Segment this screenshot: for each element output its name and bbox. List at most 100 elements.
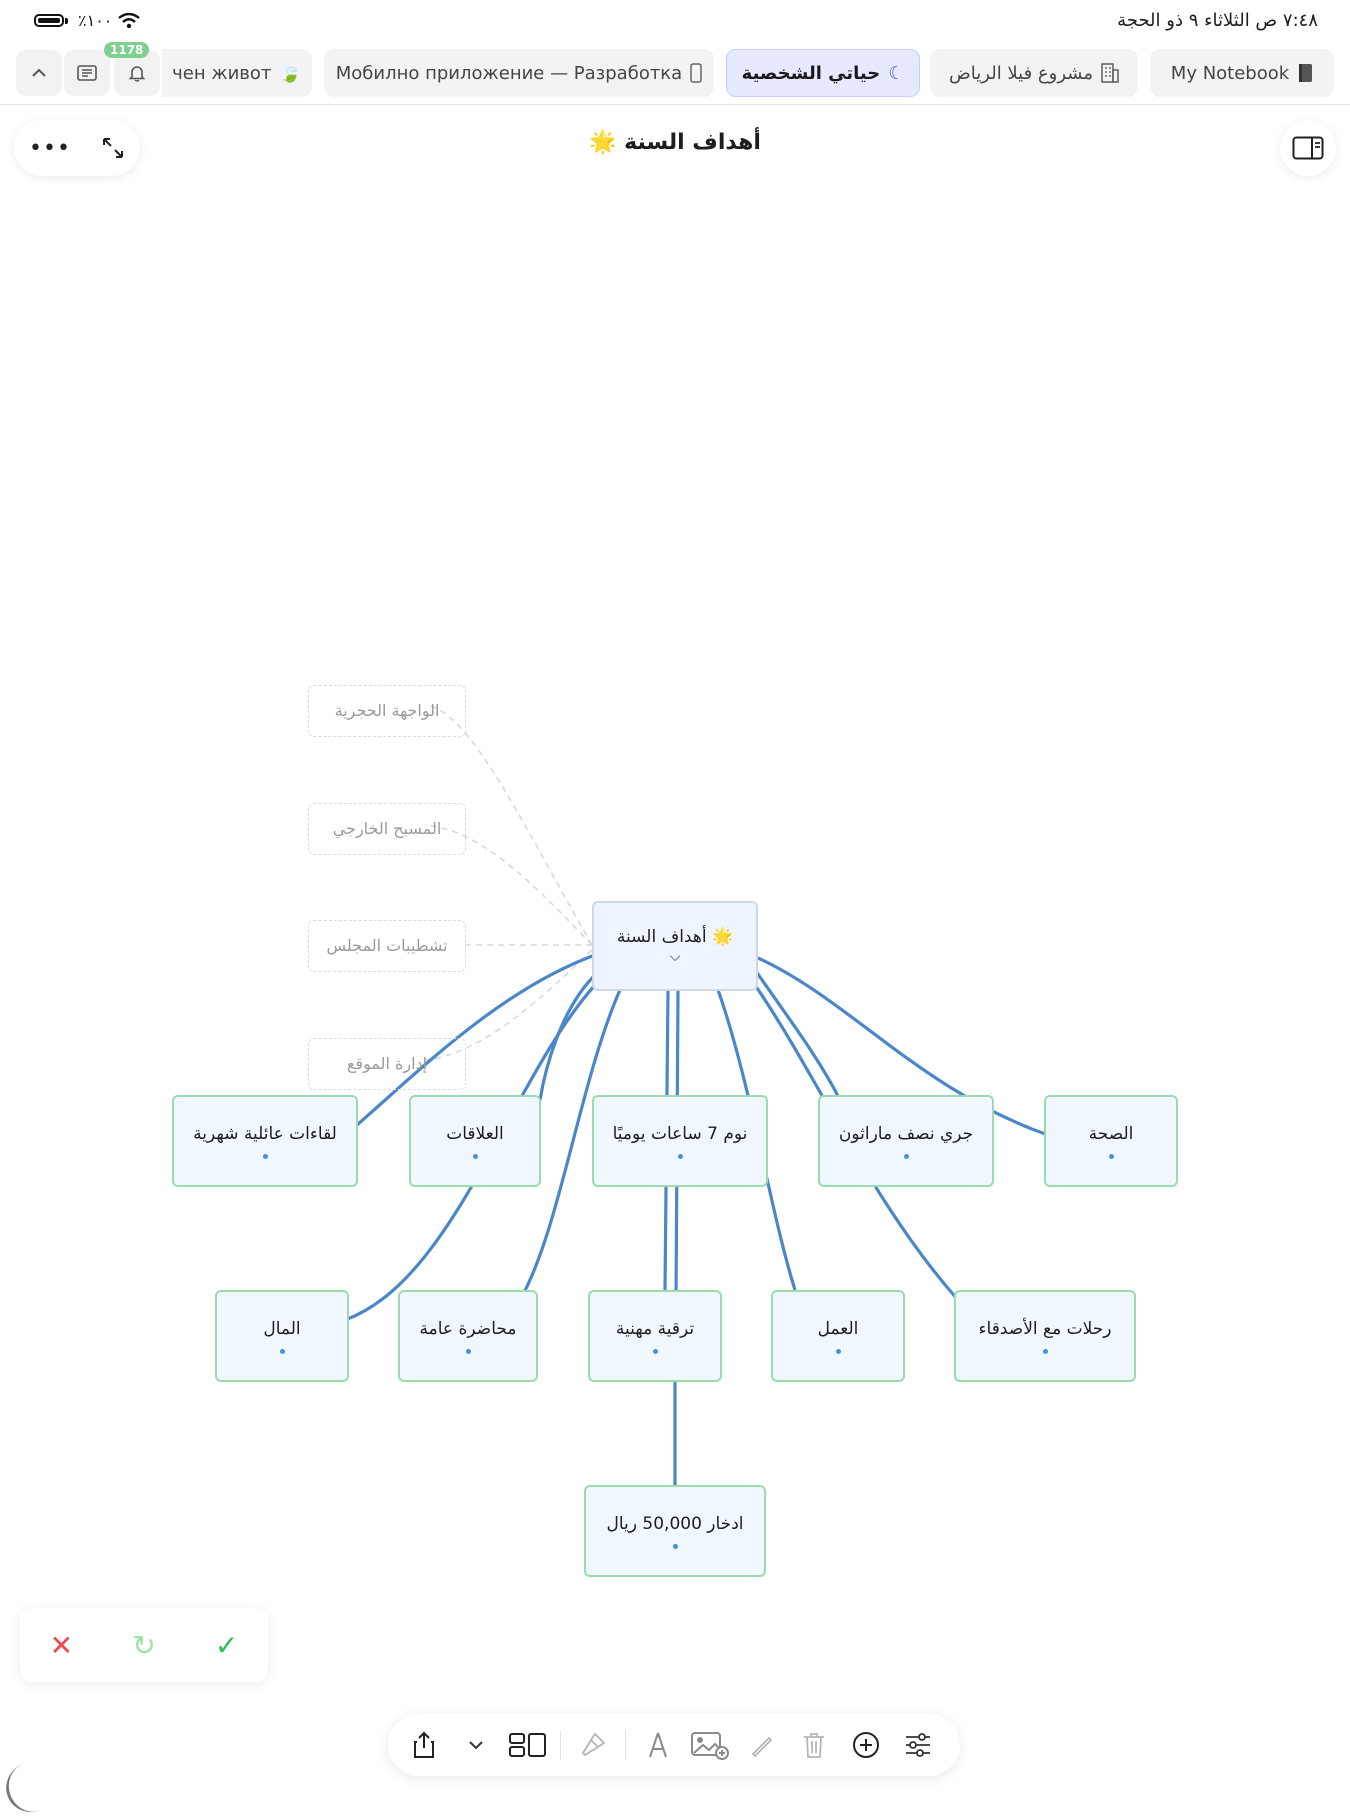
ghost-node[interactable]: تشطيبات المجلس [308, 920, 466, 972]
chevron-down-icon[interactable] [452, 1721, 500, 1769]
notebook-icon [1299, 64, 1313, 82]
node-anchor[interactable] [1042, 1348, 1048, 1354]
layout-icon[interactable] [504, 1721, 552, 1769]
tab-bar-divider [0, 104, 1350, 105]
toolbar-divider [625, 1730, 626, 1760]
ghost-edge [424, 704, 593, 946]
node-anchor[interactable] [472, 1153, 478, 1159]
pencil-icon[interactable] [738, 1721, 786, 1769]
node-label: نوم 7 ساعات يوميًا [612, 1123, 748, 1144]
add-image-icon[interactable] [686, 1721, 734, 1769]
node-label: محاضرة عامة [419, 1318, 517, 1339]
header-actions: ••• [14, 120, 140, 176]
page-title: أهداف السنة 🌟 [0, 130, 1350, 155]
tab-riyadh-villa[interactable]: مشروع فيلا الرياض [930, 49, 1138, 97]
sidebar-toggle-button[interactable] [1280, 120, 1336, 176]
confirm-button[interactable]: ✓ [214, 1628, 239, 1662]
node-anchor[interactable] [652, 1348, 658, 1354]
tab-my-personal-life[interactable]: حياتي الشخصية ☾ [726, 49, 920, 97]
more-options-button[interactable]: ••• [29, 135, 71, 161]
node-anchor[interactable] [465, 1348, 471, 1354]
ghost-edge [424, 824, 593, 946]
redo-button[interactable]: ↻ [132, 1628, 156, 1662]
status-indicators: ٪١٠٠ [34, 11, 141, 30]
root-node[interactable]: 🌟 أهداف السنة ⌵ [592, 901, 758, 991]
node-anchor[interactable] [262, 1153, 268, 1159]
ghost-edge [424, 949, 593, 1061]
pen-nib-icon[interactable] [634, 1721, 682, 1769]
star-emoji: 🌟 [711, 927, 734, 947]
node-label: المال [263, 1318, 301, 1339]
edge-health [757, 956, 1049, 1137]
collapse-button[interactable] [16, 50, 62, 96]
battery-tip [65, 17, 68, 24]
edge-marathon [753, 969, 842, 1101]
chevron-up-icon [32, 68, 46, 77]
node-anchor[interactable] [903, 1153, 909, 1159]
node-relationships[interactable]: العلاقات [409, 1095, 541, 1187]
node-anchor[interactable] [835, 1348, 841, 1354]
node-work[interactable]: العمل [771, 1290, 905, 1382]
ghost-node[interactable]: الواجهة الحجرية [308, 685, 466, 737]
node-label: رحلات مع الأصدقاء [978, 1318, 1112, 1339]
reader-icon [77, 65, 97, 81]
tab-label: чен живот [172, 62, 272, 84]
reader-view-button[interactable] [64, 50, 110, 96]
phone-icon [690, 63, 702, 83]
tab-label: مشروع فيلا الرياض [949, 62, 1093, 84]
ghost-node[interactable]: إدارة الموقع [308, 1038, 466, 1090]
node-savings[interactable]: ادخار 50,000 ريال [584, 1485, 766, 1577]
expand-icon[interactable] [101, 136, 125, 160]
toolbar-divider [560, 1730, 561, 1760]
star-emoji: 🌟 [589, 130, 617, 155]
ghost-node[interactable]: المسبح الخارجي [308, 803, 466, 855]
node-career-promotion[interactable]: ترقية مهنية [588, 1290, 722, 1382]
bottom-toolbar [388, 1714, 960, 1776]
sidebar-icon [1292, 136, 1324, 160]
ghost-edges [424, 704, 593, 1061]
share-icon[interactable] [400, 1721, 448, 1769]
edit-action-palette: ✕ ↻ ✓ [20, 1608, 268, 1682]
edge-family [355, 953, 596, 1127]
node-money[interactable]: المال [215, 1290, 349, 1382]
tab-mobile-app-dev[interactable]: Мобилно приложение — Разработка [324, 49, 714, 97]
node-half-marathon[interactable]: جري نصف ماراثون [818, 1095, 994, 1187]
node-anchor[interactable] [279, 1348, 285, 1354]
node-label: العمل [817, 1318, 859, 1339]
tab-personal-life-bg[interactable]: чен живот 🍃 [162, 49, 312, 97]
moon-icon: ☾ [888, 62, 905, 84]
notification-count-badge: 1178 [104, 42, 150, 58]
cancel-button[interactable]: ✕ [49, 1628, 74, 1662]
root-label: 🌟 أهداف السنة [617, 927, 733, 947]
node-anchor[interactable] [672, 1543, 678, 1549]
node-health[interactable]: الصحة [1044, 1095, 1178, 1187]
chevron-down-icon[interactable]: ⌵ [669, 949, 681, 965]
node-anchor[interactable] [1108, 1153, 1114, 1159]
add-circle-icon[interactable] [842, 1721, 890, 1769]
bell-icon [128, 66, 146, 82]
node-label: جري نصف ماراثون [838, 1123, 974, 1144]
node-trips-with-friends[interactable]: رحلات مع الأصدقاء [954, 1290, 1136, 1382]
node-label: ترقية مهنية [615, 1318, 695, 1339]
root-text: أهداف السنة [616, 927, 707, 947]
node-label: العلاقات [446, 1123, 504, 1144]
leaf-icon: 🍃 [279, 62, 302, 84]
trash-icon[interactable] [790, 1721, 838, 1769]
tab-label: حياتي الشخصية [741, 62, 881, 84]
settings-sliders-icon[interactable] [894, 1721, 942, 1769]
battery-level: ٪١٠٠ [78, 11, 113, 30]
node-family-meetings[interactable]: لقاءات عائلية شهرية [172, 1095, 358, 1187]
building-icon [1101, 63, 1119, 83]
format-brush-icon[interactable] [569, 1721, 617, 1769]
edge-lecture [518, 989, 622, 1301]
battery-icon [34, 14, 64, 27]
tab-label: My Notebook [1170, 62, 1290, 84]
tab-label: Мобилно приложение — Разработка [335, 62, 683, 84]
node-sleep[interactable]: نوم 7 ساعات يوميًا [592, 1095, 768, 1187]
node-label: الصحة [1088, 1123, 1134, 1144]
node-public-lecture[interactable]: محاضرة عامة [398, 1290, 538, 1382]
wifi-icon [118, 12, 141, 28]
status-clock: ٧:٤٨ ص الثلاثاء ٩ ذو الحجة [1117, 10, 1318, 31]
node-anchor[interactable] [677, 1153, 683, 1159]
tab-my-notebook[interactable]: My Notebook [1150, 49, 1334, 97]
